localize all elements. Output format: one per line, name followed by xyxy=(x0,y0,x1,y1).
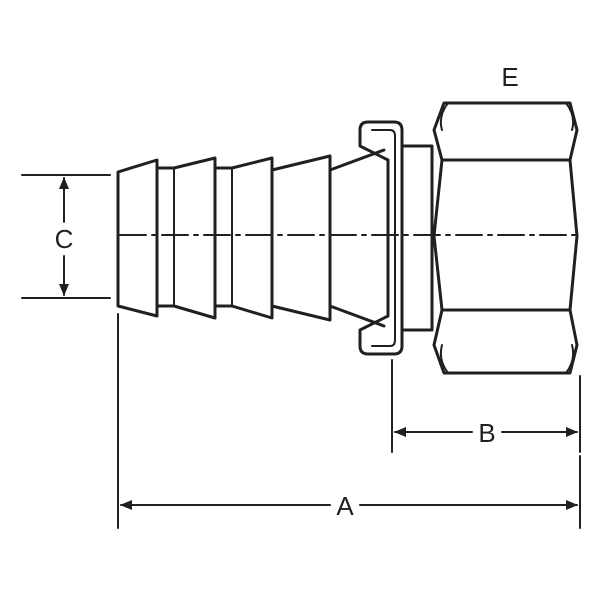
dimension-e: E xyxy=(501,62,518,92)
barb-ridge-2 xyxy=(155,156,217,320)
hex-nut-outline xyxy=(432,101,579,375)
barb-ridge-1 xyxy=(116,158,159,318)
dimension-c: C xyxy=(21,174,111,299)
collar xyxy=(358,120,404,356)
label-b: B xyxy=(478,418,495,448)
hex-nut xyxy=(432,101,579,375)
dimension-a: A xyxy=(117,313,581,529)
label-a: A xyxy=(336,491,354,521)
collar-outer xyxy=(358,120,404,356)
label-e: E xyxy=(501,62,518,92)
label-c: C xyxy=(55,224,74,254)
neck xyxy=(400,144,434,332)
barb-ridge-4 xyxy=(270,154,332,322)
collar-inner xyxy=(371,129,396,347)
hose-barb xyxy=(116,148,386,328)
barb-taper xyxy=(328,148,386,328)
dimension-b: B xyxy=(391,359,581,453)
hex-nut-chamfer xyxy=(439,102,575,374)
barb-ridge-3 xyxy=(213,156,274,320)
neck-body xyxy=(400,144,434,332)
